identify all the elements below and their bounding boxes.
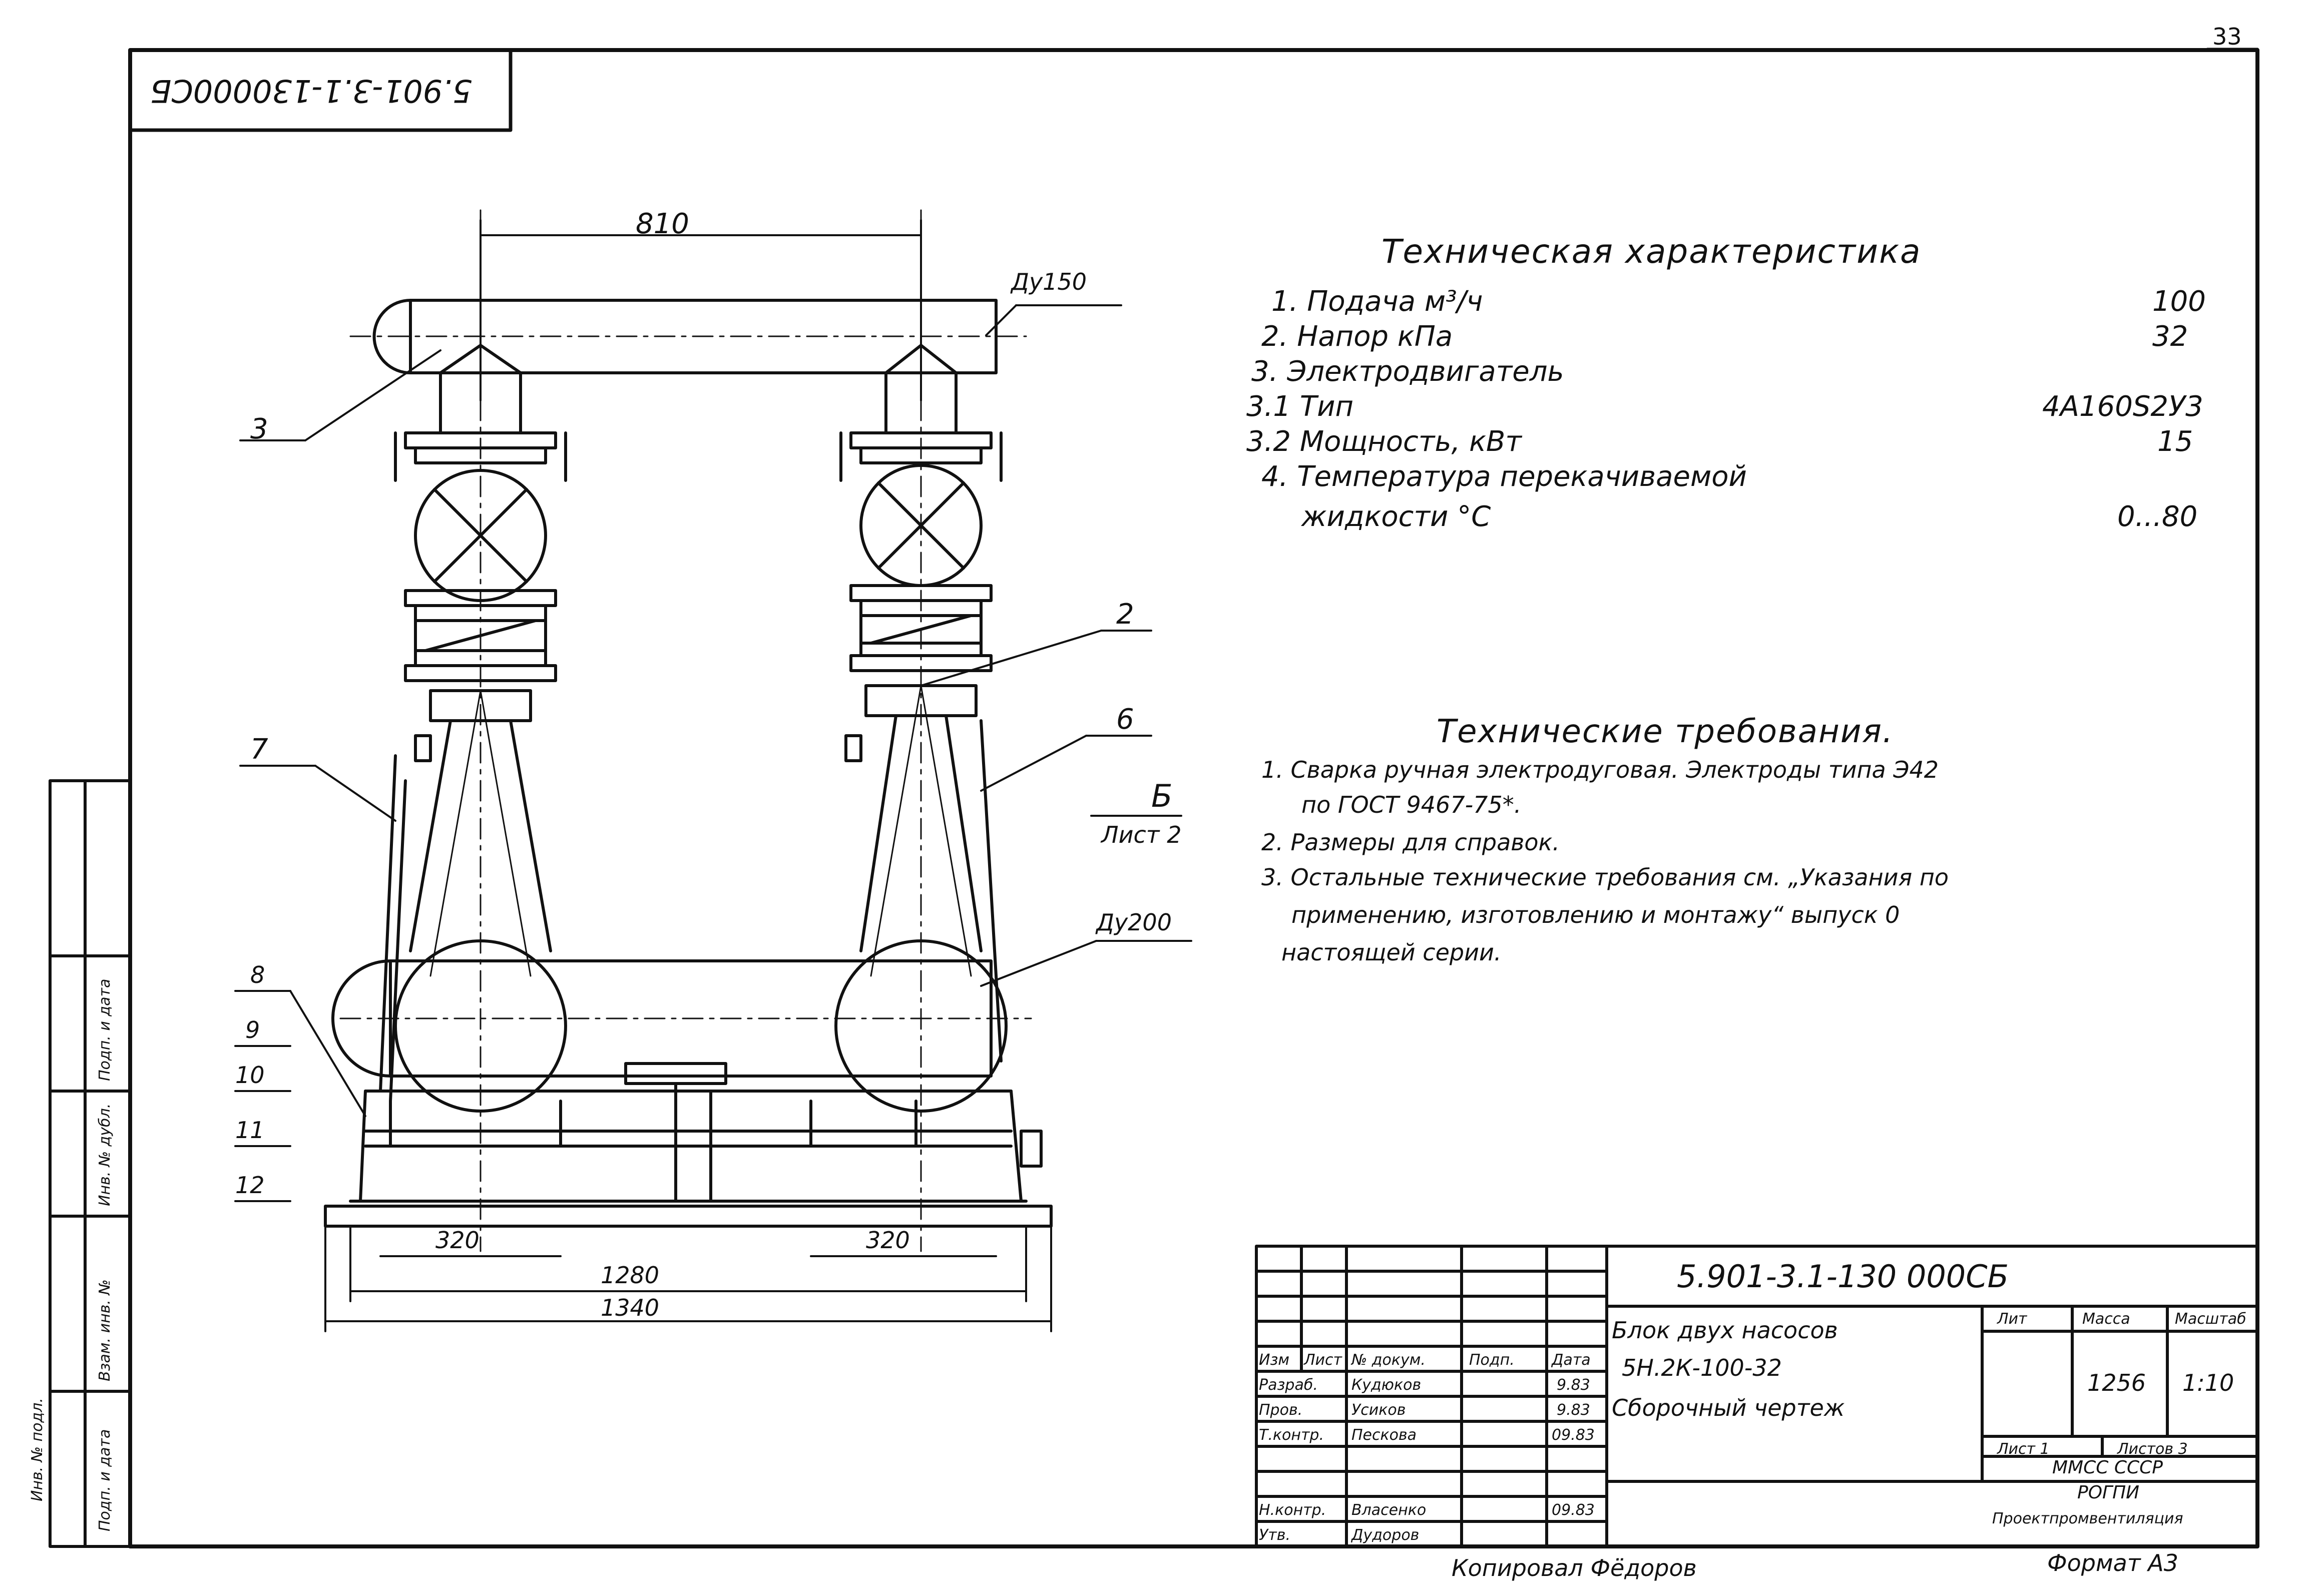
margin-cell-1: Инв. № подл. [29,1398,46,1501]
col-header-list: Лист [1304,1351,1342,1369]
date-nkontr: 09.83 [1552,1501,1595,1519]
tech-req-line-4: 3. Остальные технические требования см. … [1261,864,1949,891]
date-prov: 9.83 [1557,1401,1590,1419]
tech-spec-value-1: 100 [2152,285,2206,318]
sheets-label: Листов 3 [2117,1440,2188,1458]
org-line-1: ММСС СССР [2052,1457,2163,1478]
org-line-3: Проектпромвентиляция [1992,1510,2183,1527]
position-12: 12 [235,1172,265,1199]
position-11: 11 [235,1117,265,1144]
tech-req-line-6: настоящей серии. [1281,939,1502,966]
left-margin-strip [49,779,132,1548]
name-nkontr: Власенко [1351,1501,1427,1519]
tech-req-line-2: по ГОСТ 9467-75*. [1301,791,1522,818]
dimension-label-320-left: 320 [435,1227,480,1254]
role-razrab: Разраб. [1259,1376,1318,1394]
base-frame [324,1062,1053,1228]
name-tkontr: Пескова [1351,1426,1417,1444]
name-utv: Дудоров [1351,1526,1420,1544]
view-letter: Б [1151,778,1173,814]
tech-spec-label-6: 4. Температура перекачиваемой [1261,460,1747,493]
tech-spec-label-5: 3.2 Мощность, кВт [1246,425,1522,458]
tech-spec-value-7: 0...80 [2117,500,2198,533]
tech-spec-label-2: 2. Напор кПа [1261,320,1453,353]
margin-cell-4: Инв. № дубл. [96,1103,114,1206]
position-3: 3 [250,413,268,445]
tech-req-line-3: 2. Размеры для справок. [1261,829,1560,856]
margin-cell-3: Взам. инв. № [96,1279,114,1381]
position-10: 10 [235,1061,265,1089]
role-utv: Утв. [1259,1526,1290,1544]
sheet-label: Лист 1 [1997,1440,2050,1458]
dimension-label-1340: 1340 [601,1294,660,1321]
right-pump-column [839,209,1003,1252]
tech-spec-value-4: 4А160S2У3 [2042,390,2203,423]
scale-value: 1:10 [2182,1369,2234,1396]
date-tkontr: 09.83 [1552,1426,1595,1444]
view-sheet-ref: Лист 2 [1101,821,1182,848]
col-header-date: Дата [1552,1351,1591,1369]
title-block-name-line-1: Блок двух насосов [1612,1317,1838,1344]
title-block-grid [1255,1245,2259,1548]
position-9: 9 [245,1016,260,1043]
top-collector-pipe [349,299,1027,374]
tech-spec-label-7: жидкости °С [1301,500,1491,533]
header-scale: Масштаб [2175,1310,2246,1328]
tech-spec-label-4: 3.1 Тип [1246,390,1354,423]
left-tee [439,344,522,374]
mass-value: 1256 [2087,1369,2146,1396]
dimension-label-1280: 1280 [601,1262,660,1289]
position-7: 7 [250,733,268,766]
position-6: 6 [1116,703,1134,736]
position-2: 2 [1116,598,1134,631]
header-lit: Лит [1997,1310,2027,1328]
copied-by-note: Копировал Фёдоров [1452,1554,1697,1581]
rotated-code-box [128,48,513,132]
role-tkontr: Т.контр. [1259,1426,1324,1444]
col-header-sign: Подп. [1469,1351,1515,1369]
margin-cell-5: Подп. и дата [96,978,114,1081]
left-pump-column [379,209,567,1252]
dn150-label: Ду150 [1011,268,1087,295]
bottom-collector-pipe [331,939,1032,1113]
tech-spec-value-5: 15 [2157,425,2193,458]
name-razrab: Кудюков [1351,1376,1422,1394]
role-nkontr: Н.контр. [1259,1501,1326,1519]
right-tee [884,344,958,374]
title-block-name-line-3: Сборочный чертеж [1612,1394,1845,1421]
bottom-dimensions [324,1225,1052,1332]
tech-req-line-5: применению, изготовлению и монтажу“ выпу… [1291,901,1900,928]
col-header-izm: Изм [1259,1351,1290,1369]
tech-spec-value-2: 32 [2152,320,2188,353]
title-block-doc-code: 5.901-3.1-130 000СБ [1677,1258,2009,1295]
format-note: Формат А3 [2047,1549,2178,1576]
dimension-label-810: 810 [636,208,689,240]
org-line-2: РОГПИ [2077,1482,2140,1503]
dn200-label: Ду200 [1096,909,1172,936]
leader-lines [234,304,1192,1202]
position-8: 8 [250,961,265,988]
dimension-label-320-right: 320 [866,1227,910,1254]
rotated-drawing-code: 5.901-3.1-130000СБ [150,73,473,109]
header-mass: Масса [2082,1310,2130,1328]
tech-spec-label-3: 3. Электродвигатель [1251,355,1564,388]
date-razrab: 9.83 [1557,1376,1590,1394]
tech-req-title: Технические требования. [1437,713,1894,750]
name-prov: Усиков [1351,1401,1406,1419]
tech-spec-title: Техническая характеристика [1381,232,1922,271]
col-header-doc: № докум. [1351,1351,1426,1369]
tech-spec-label-1: 1. Подача м³/ч [1271,285,1483,318]
title-block-name-line-2: 5Н.2К-100-32 [1622,1354,1782,1381]
page-number: 33 [2212,23,2242,50]
role-prov: Пров. [1259,1401,1303,1419]
tech-req-line-1: 1. Сварка ручная электродуговая. Электро… [1261,756,1939,783]
margin-cell-2: Подп. и дата [96,1429,114,1531]
